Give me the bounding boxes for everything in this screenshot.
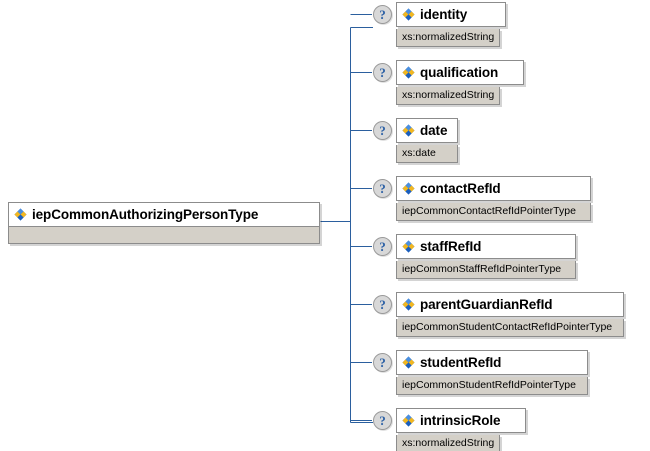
node-type-text: iepCommonStudentRefIdPointerType [402,379,576,391]
optional-marker-parentGuardianRefId[interactable]: ? [373,295,392,314]
optional-marker-intrinsicRole[interactable]: ? [373,411,392,430]
node-type-text: xs:normalizedString [402,31,495,43]
node-type-bar: xs:date [396,144,458,163]
node-name-text: identity [420,6,468,22]
element-icon [402,298,415,311]
node-type-bar: xs:normalizedString [396,86,500,105]
node-type-text: xs:normalizedString [402,89,495,101]
node-name-text: parentGuardianRefId [420,296,553,312]
optional-marker-date[interactable]: ? [373,121,392,140]
node-type-text: xs:normalizedString [402,437,495,449]
node-name-bar[interactable]: qualification [396,60,524,85]
node-staffRefId[interactable]: staffRefId iepCommonStaffRefIdPointerType [396,234,576,279]
element-icon [402,66,415,79]
element-icon [402,356,415,369]
node-name-text: iepCommonAuthorizingPersonType [32,206,259,222]
node-type-text: iepCommonContactRefIdPointerType [402,205,576,217]
node-name-text: qualification [420,64,499,80]
node-name-bar[interactable]: identity [396,2,506,27]
element-icon [14,208,27,221]
node-name-text: date [420,122,448,138]
node-name-bar[interactable]: staffRefId [396,234,576,259]
optional-marker-identity[interactable]: ? [373,5,392,24]
node-name-bar[interactable]: intrinsicRole [396,408,526,433]
node-name-bar[interactable]: contactRefId [396,176,591,201]
optional-marker-staffRefId[interactable]: ? [373,237,392,256]
node-name-bar[interactable]: date [396,118,458,143]
node-name-bar[interactable]: iepCommonAuthorizingPersonType [8,202,320,227]
node-date[interactable]: date xs:date [396,118,458,163]
optional-marker-contactRefId[interactable]: ? [373,179,392,198]
element-icon [402,124,415,137]
optional-marker-studentRefId[interactable]: ? [373,353,392,372]
node-qualification[interactable]: qualification xs:normalizedString [396,60,524,105]
element-icon [402,414,415,427]
node-name-text: staffRefId [420,238,482,254]
node-name-text: intrinsicRole [420,412,501,428]
element-icon [402,182,415,195]
node-intrinsicRole[interactable]: intrinsicRole xs:normalizedString [396,408,526,451]
node-root[interactable]: iepCommonAuthorizingPersonType [8,202,320,244]
node-parentGuardianRefId[interactable]: parentGuardianRefId iepCommonStudentConta… [396,292,624,337]
node-type-bar [8,227,320,244]
node-type-text: iepCommonStudentContactRefIdPointerType [402,321,613,333]
node-type-text: iepCommonStaffRefIdPointerType [402,263,562,275]
node-name-bar[interactable]: parentGuardianRefId [396,292,624,317]
node-type-bar: xs:normalizedString [396,434,500,451]
node-type-bar: iepCommonStudentRefIdPointerType [396,376,588,395]
node-studentRefId[interactable]: studentRefId iepCommonStudentRefIdPointer… [396,350,588,395]
node-name-text: contactRefId [420,180,501,196]
node-type-bar: iepCommonContactRefIdPointerType [396,202,591,221]
node-name-text: studentRefId [420,354,502,370]
element-icon [402,240,415,253]
node-type-text: xs:date [402,147,436,159]
optional-marker-qualification[interactable]: ? [373,63,392,82]
node-name-bar[interactable]: studentRefId [396,350,588,375]
node-type-bar: iepCommonStaffRefIdPointerType [396,260,576,279]
node-contactRefId[interactable]: contactRefId iepCommonContactRefIdPointer… [396,176,591,221]
element-icon [402,8,415,21]
node-type-bar: iepCommonStudentContactRefIdPointerType [396,318,624,337]
node-type-bar: xs:normalizedString [396,28,500,47]
node-identity[interactable]: identity xs:normalizedString [396,2,506,47]
